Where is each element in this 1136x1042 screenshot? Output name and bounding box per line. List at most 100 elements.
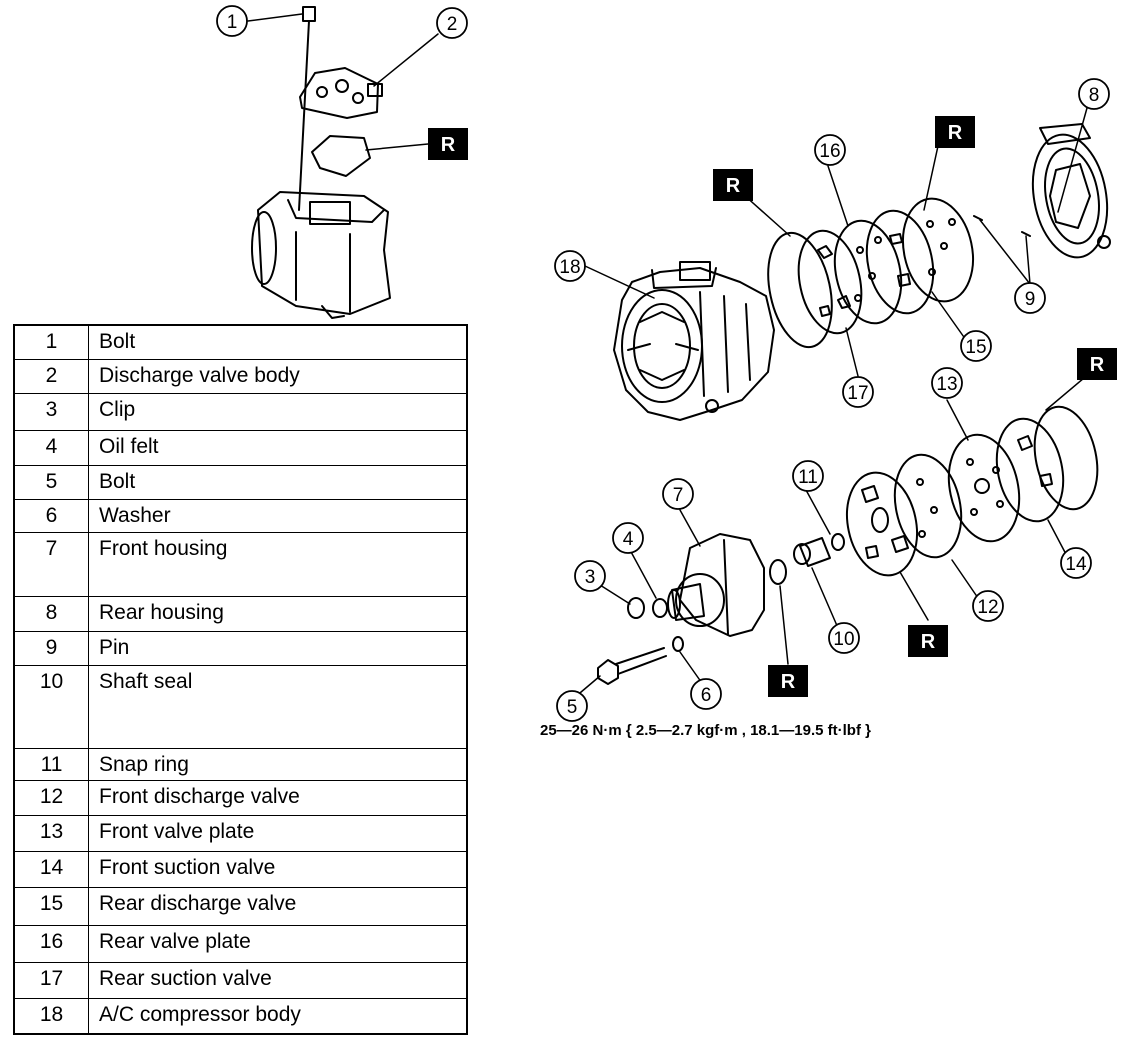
part-name-cell: Rear suction valve [88,961,468,999]
callout-number: 2 [447,14,458,35]
part-number-cell: 4 [13,429,89,466]
callout-number: 1 [227,12,238,33]
replace-marker: R [768,665,808,697]
replace-marker: R [1077,348,1117,380]
replace-markers: R R R R R R [428,116,1117,697]
callout-1: 1 [216,5,248,37]
callout-5: 5 [556,690,588,722]
callout-number: 5 [567,697,578,718]
part-name-cell: Clip [88,392,468,431]
replace-marker: R [908,625,948,657]
part-number-cell: 15 [13,886,89,926]
callout-9: 9 [1014,282,1046,314]
part-number-cell: 16 [13,924,89,963]
callout-number: 3 [585,567,596,588]
replace-marker-label: R [726,175,741,197]
part-number-cell: 8 [13,595,89,632]
part-number-cell: 1 [13,324,89,360]
front-housing-7 [667,533,765,637]
part-name-cell: Front housing [88,531,468,597]
replace-marker: R [428,128,468,160]
callout-6: 6 [690,678,722,710]
torque-spec: 25—26 N·m { 2.5—2.7 kgf·m , 18.1—19.5 ft… [540,722,871,739]
part-number-cell: 5 [13,464,89,500]
front-small-parts [597,533,845,685]
callout-number: 9 [1025,289,1036,310]
replace-marker-label: R [948,122,963,144]
part-name-cell: Rear housing [88,595,468,632]
rear-housing-8 [1031,123,1111,259]
part-name-cell: Washer [88,498,468,533]
part-name-cell: Bolt [88,464,468,500]
part-name-cell: Front discharge valve [88,779,468,816]
compressor-top-assembly [251,6,391,319]
part-number-cell: 2 [13,358,89,394]
callout-16: 16 [814,134,846,166]
part-name-cell: Rear valve plate [88,924,468,963]
callout-number: 10 [833,629,854,650]
callout-number: 18 [559,257,580,278]
part-name-cell: A/C compressor body [88,997,468,1035]
callout-13: 13 [931,367,963,399]
callout-10: 10 [828,622,860,654]
callout-2: 2 [436,7,468,39]
callout-number: 8 [1089,85,1100,106]
callout-17: 17 [842,376,874,408]
callout-number: 17 [847,383,868,404]
leader-lines [247,13,1088,699]
callout-number: 16 [819,141,840,162]
callout-number: 14 [1065,554,1087,575]
callout-14: 14 [1060,547,1092,579]
callout-18: 18 [554,250,586,282]
replace-marker-label: R [921,631,936,653]
rear-valve-stack [767,197,1031,349]
part-name-cell: Rear discharge valve [88,886,468,926]
part-number-cell: 18 [13,997,89,1035]
replace-marker-label: R [1090,354,1105,376]
callout-7: 7 [662,478,694,510]
part-number-cell: 11 [13,747,89,781]
replace-marker: R [713,169,753,201]
part-name-cell: Front suction valve [88,850,468,888]
part-name-cell: Front valve plate [88,814,468,852]
part-number-cell: 9 [13,630,89,666]
callout-number: 11 [798,467,818,488]
callout-4: 4 [612,522,644,554]
part-number-cell: 17 [13,961,89,999]
callout-number: 7 [673,485,684,506]
part-name-cell: Pin [88,630,468,666]
callout-11: 11 [792,460,824,492]
part-name-cell: Shaft seal [88,664,468,749]
replace-marker: R [935,116,975,148]
callout-15: 15 [960,330,992,362]
front-valve-stack [846,405,1099,577]
part-number-cell: 10 [13,664,89,749]
part-name-cell: Bolt [88,324,468,360]
part-name-cell: Oil felt [88,429,468,466]
callout-number: 13 [936,374,957,395]
callout-number: 12 [977,597,998,618]
part-name-cell: Snap ring [88,747,468,781]
callout-3: 3 [574,560,606,592]
part-number-cell: 3 [13,392,89,431]
callout-number: 4 [623,529,634,550]
part-number-cell: 12 [13,779,89,816]
